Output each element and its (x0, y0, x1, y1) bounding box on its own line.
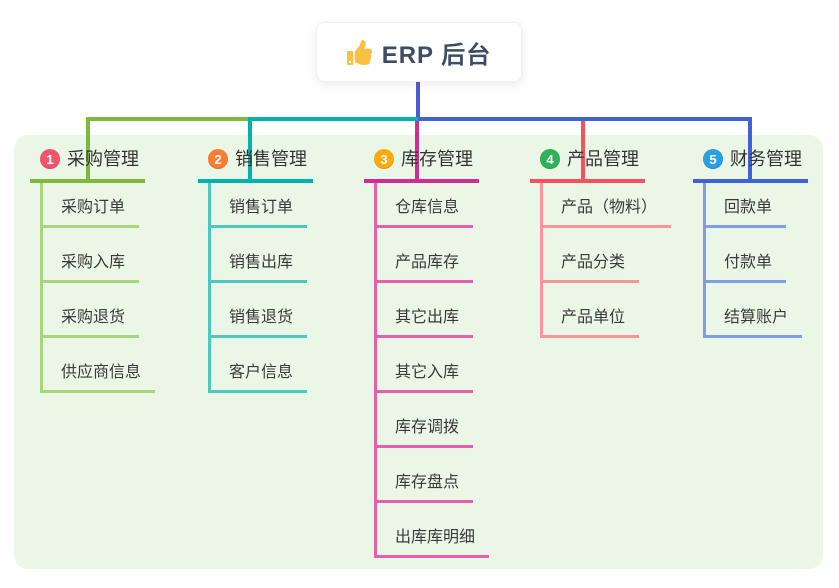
child-node-row: 库存盘点 (377, 448, 489, 503)
child-node[interactable]: 销售退货 (211, 307, 308, 338)
child-node-row: 其它入库 (377, 338, 489, 393)
child-node[interactable]: 仓库信息 (377, 197, 474, 228)
branch-drop-line (86, 121, 90, 183)
child-node[interactable]: 供应商信息 (43, 362, 156, 393)
child-node-row: 采购退货 (43, 283, 155, 338)
priority-badge-icon: 4 (540, 149, 560, 169)
child-node-row: 客户信息 (211, 338, 308, 393)
child-node[interactable]: 产品分类 (543, 252, 640, 283)
child-node-row: 回款单 (706, 183, 802, 228)
child-node-row: 产品单位 (543, 283, 671, 338)
child-node-row: 销售订单 (211, 183, 308, 228)
branch-drop-line (748, 121, 752, 183)
child-node[interactable]: 其它出库 (377, 307, 474, 338)
branch-children: 产品（物料） 产品分类产品单位 (540, 183, 672, 338)
child-node-row: 采购入库 (43, 228, 155, 283)
child-node-row: 付款单 (706, 228, 802, 283)
branch-node-label: 产品管理 (567, 149, 639, 169)
child-node[interactable]: 库存盘点 (377, 472, 474, 503)
child-node[interactable]: 回款单 (706, 197, 787, 228)
branch-node-label: 财务管理 (730, 149, 802, 169)
child-node[interactable]: 付款单 (706, 252, 787, 283)
root-title: ERP 后台 (381, 41, 492, 69)
child-node-row: 产品（物料） (543, 183, 672, 228)
thumbs-up-icon (346, 39, 372, 65)
child-node[interactable]: 库存调拨 (377, 417, 474, 448)
branch-column: 5 财务管理 回款单付款单结算账户 (693, 145, 808, 338)
child-node[interactable]: 销售出库 (211, 252, 308, 283)
root-connector-line (416, 82, 420, 121)
child-node[interactable]: 产品（物料） (543, 197, 672, 228)
child-node-row: 仓库信息 (377, 183, 489, 228)
child-node[interactable]: 结算账户 (706, 307, 803, 338)
branch-node-label: 采购管理 (67, 149, 139, 169)
branch-node[interactable]: 3 库存管理 (364, 145, 479, 183)
group-panel (14, 135, 823, 569)
branch-column: 1 采购管理 采购订单采购入库采购退货供应商信息 (30, 145, 156, 393)
priority-badge-icon: 1 (40, 149, 60, 169)
child-node-row: 采购订单 (43, 183, 155, 228)
child-node[interactable]: 其它入库 (377, 362, 474, 393)
child-node-row: 库存调拨 (377, 393, 489, 448)
priority-badge-icon: 3 (374, 149, 394, 169)
branch-children: 回款单付款单结算账户 (703, 183, 803, 338)
branch-drop-line (248, 121, 252, 183)
child-node[interactable]: 采购入库 (43, 252, 140, 283)
child-node[interactable]: 客户信息 (211, 362, 308, 393)
branch-column: 2 销售管理 销售订单销售出库销售退货客户信息 (198, 145, 313, 393)
child-node[interactable]: 销售订单 (211, 197, 308, 228)
child-node-row: 结算账户 (706, 283, 803, 338)
branch-column: 3 库存管理 仓库信息产品库存其它出库其它入库库存调拨库存盘点出库库明细 (364, 145, 490, 558)
branch-node-label: 库存管理 (401, 149, 473, 169)
branch-children: 销售订单销售出库销售退货客户信息 (208, 183, 308, 393)
child-node-row: 供应商信息 (43, 338, 156, 393)
child-node[interactable]: 产品库存 (377, 252, 474, 283)
branch-drop-line (581, 121, 585, 183)
root-node[interactable]: ERP 后台 (316, 22, 522, 82)
branch-children: 仓库信息产品库存其它出库其它入库库存调拨库存盘点出库库明细 (374, 183, 490, 558)
branch-column: 4 产品管理 产品（物料） 产品分类产品单位 (530, 145, 672, 338)
child-node-row: 产品分类 (543, 228, 671, 283)
child-node[interactable]: 出库库明细 (377, 527, 490, 558)
child-node-row: 其它出库 (377, 283, 489, 338)
branch-node[interactable]: 2 销售管理 (198, 145, 313, 183)
child-node-row: 出库库明细 (377, 503, 490, 558)
branch-node[interactable]: 1 采购管理 (30, 145, 145, 183)
child-node-row: 销售出库 (211, 228, 308, 283)
child-node[interactable]: 采购退货 (43, 307, 140, 338)
branch-drop-line (415, 121, 419, 183)
trunk-segment-blue (418, 117, 752, 121)
child-node-row: 销售退货 (211, 283, 308, 338)
priority-badge-icon: 5 (703, 149, 723, 169)
trunk-segment-green (86, 117, 252, 121)
child-node-row: 产品库存 (377, 228, 489, 283)
branch-node[interactable]: 5 财务管理 (693, 145, 808, 183)
trunk-segment-teal (248, 117, 418, 121)
priority-badge-icon: 2 (208, 149, 228, 169)
branch-node[interactable]: 4 产品管理 (530, 145, 645, 183)
branch-children: 采购订单采购入库采购退货供应商信息 (40, 183, 156, 393)
child-node[interactable]: 采购订单 (43, 197, 140, 228)
child-node[interactable]: 产品单位 (543, 307, 640, 338)
branch-node-label: 销售管理 (235, 149, 307, 169)
